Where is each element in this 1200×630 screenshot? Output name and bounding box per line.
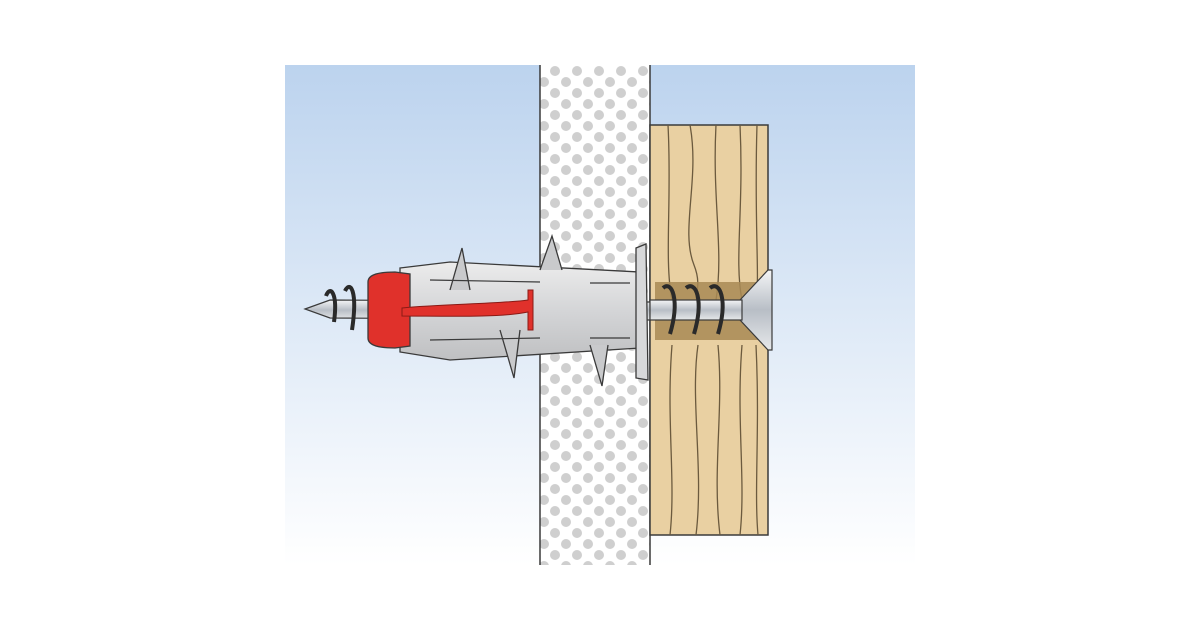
wall-anchor xyxy=(367,233,649,387)
anchor-cap xyxy=(367,271,411,349)
wood-batten xyxy=(649,124,769,536)
